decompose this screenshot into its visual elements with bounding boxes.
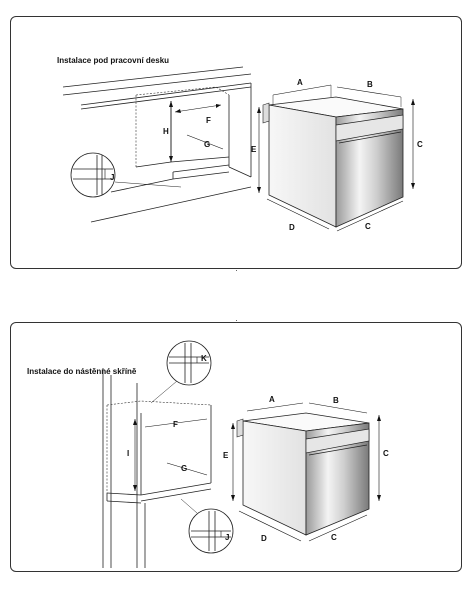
under-counter-diagram: H F G J [62,66,423,232]
tall-cabinet [102,368,212,568]
dimension-B: B [308,396,368,414]
dimension-B: B [336,80,402,107]
label-B: B [367,80,373,89]
dimension-F: F [174,104,222,125]
label-K: K [201,354,207,363]
countertop [62,66,252,110]
page-mark [236,270,237,271]
label-J: J [225,533,229,542]
label-I: I [127,449,129,458]
label-E: E [223,451,229,460]
label-J: J [110,173,114,182]
dimension-C-side: C [411,99,423,189]
dimension-G: G [186,134,224,150]
dimension-E: E [251,107,261,193]
panel-title: Instalace do nástěnné skříně [27,367,137,376]
dimension-A: A [272,78,332,105]
detail-J: J [70,152,182,198]
dimension-I: I [127,419,137,491]
dimension-F: F [144,418,208,429]
label-G: G [181,464,187,473]
dimension-D: D [238,510,302,543]
cabinet-niche [90,83,252,223]
oven-1 [262,96,404,228]
label-F: F [173,420,178,429]
dimension-C-bottom: C [336,200,404,232]
label-D: D [261,534,267,543]
oven-2 [236,412,370,536]
page-mark [236,320,237,321]
detail-K: K [150,340,212,404]
dimension-H: H [163,101,173,162]
label-B: B [333,396,339,405]
dimension-C-bottom: C [308,514,368,542]
label-E: E [251,145,257,154]
dimension-C-side: C [377,415,389,501]
label-C-bottom: C [365,222,371,231]
label-D: D [289,223,295,232]
label-A: A [269,395,275,404]
dimension-G: G [166,462,208,476]
wall-cabinet-installation-panel: Instalace do nástěnné skříně [10,322,462,572]
dimension-E: E [223,423,235,501]
under-counter-installation-panel: Instalace pod pracovní desku [10,16,462,269]
dimension-D: D [266,198,330,232]
label-C-side: C [383,449,389,458]
label-F: F [206,116,211,125]
wall-cabinet-diagram: I F G K J [102,340,389,568]
label-G: G [204,140,210,149]
detail-J: J [180,498,234,554]
label-C-bottom: C [331,533,337,542]
label-C-side: C [417,140,423,149]
label-A: A [297,78,303,87]
panel-title: Instalace pod pracovní desku [57,56,170,65]
dimension-A: A [246,395,304,412]
label-H: H [163,127,169,136]
